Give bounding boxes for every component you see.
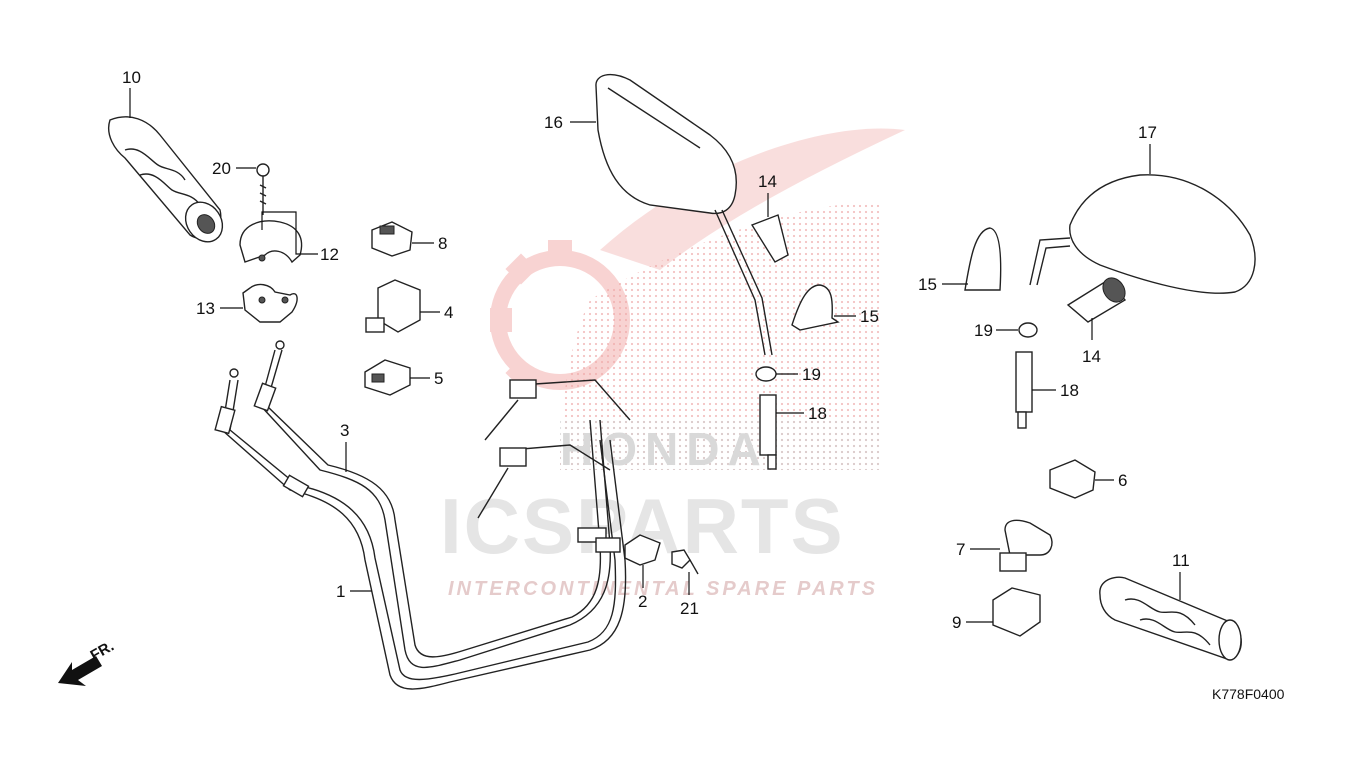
callout-10[interactable]: 10 — [122, 68, 141, 87]
tagline-watermark: INTERCONTINENTAL SPARE PARTS — [448, 578, 878, 600]
callout-1[interactable]: 1 — [336, 582, 345, 601]
part-15-mirror-cover-left[interactable] — [791, 284, 840, 331]
callout-13[interactable]: 13 — [196, 299, 215, 318]
part-17-right-mirror[interactable] — [1029, 174, 1256, 294]
part-13-throttle-housing-lower[interactable] — [242, 283, 298, 323]
part-4-switch[interactable] — [365, 279, 421, 333]
callout-7[interactable]: 7 — [956, 540, 965, 559]
callout-18-left[interactable]: 18 — [808, 404, 827, 423]
part-2-cable-clamp[interactable] — [624, 534, 661, 566]
part-6-switch[interactable] — [1049, 459, 1096, 499]
drawing-code: K778F0400 — [1212, 686, 1285, 702]
front-direction-arrow-icon: FR. — [58, 638, 117, 686]
part-8-switch[interactable] — [371, 221, 413, 257]
part-18-adapter-right[interactable] — [1015, 351, 1033, 429]
callout-4[interactable]: 4 — [444, 303, 453, 322]
part-18-adapter-left[interactable] — [759, 394, 777, 470]
callout-21[interactable]: 21 — [680, 599, 699, 618]
part-9-switch[interactable] — [992, 587, 1041, 637]
part-11-right-grip[interactable] — [1099, 576, 1242, 661]
callout-19-left[interactable]: 19 — [802, 365, 821, 384]
part-19-nut-right[interactable] — [1018, 322, 1038, 338]
callouts: 10 20 12 13 8 4 5 3 1 16 14 15 19 18 2 2… — [122, 68, 1190, 632]
callout-14-left[interactable]: 14 — [758, 172, 777, 191]
part-15-mirror-cover-right[interactable] — [964, 227, 1002, 291]
callout-18-right[interactable]: 18 — [1060, 381, 1079, 400]
callout-20[interactable]: 20 — [212, 159, 231, 178]
wing-logo-icon — [560, 128, 905, 470]
part-19-nut-left[interactable] — [755, 366, 777, 382]
part-21-bolt[interactable] — [671, 549, 699, 575]
callout-17[interactable]: 17 — [1138, 123, 1157, 142]
part-12-throttle-housing-upper[interactable] — [239, 220, 303, 264]
callout-19-right[interactable]: 19 — [974, 321, 993, 340]
callout-2[interactable]: 2 — [638, 592, 647, 611]
part-16-left-mirror[interactable] — [595, 73, 773, 356]
callout-12[interactable]: 12 — [320, 245, 339, 264]
callout-9[interactable]: 9 — [952, 613, 961, 632]
callout-11[interactable]: 11 — [1172, 551, 1190, 570]
watermark: HONDA ICSPARTS INTERCONTINENTAL SPARE PA… — [440, 128, 905, 600]
callout-3[interactable]: 3 — [340, 421, 349, 440]
callout-6[interactable]: 6 — [1118, 471, 1127, 490]
callout-14-right[interactable]: 14 — [1082, 347, 1101, 366]
callout-15-right[interactable]: 15 — [918, 275, 937, 294]
part-14-mirror-boot-left[interactable] — [750, 214, 789, 263]
callout-16[interactable]: 16 — [544, 113, 563, 132]
part-1-throttle-cable[interactable] — [214, 368, 631, 690]
callout-8[interactable]: 8 — [438, 234, 447, 253]
part-20-screw[interactable] — [256, 163, 270, 215]
part-7-switch[interactable] — [999, 519, 1053, 572]
part-3-throttle-cable[interactable] — [253, 340, 612, 669]
part-10-left-grip[interactable] — [108, 116, 230, 249]
callout-15-left[interactable]: 15 — [860, 307, 879, 326]
part-14-mirror-boot-right[interactable] — [1066, 274, 1130, 323]
callout-5[interactable]: 5 — [434, 369, 443, 388]
part-5-switch[interactable] — [364, 359, 411, 396]
